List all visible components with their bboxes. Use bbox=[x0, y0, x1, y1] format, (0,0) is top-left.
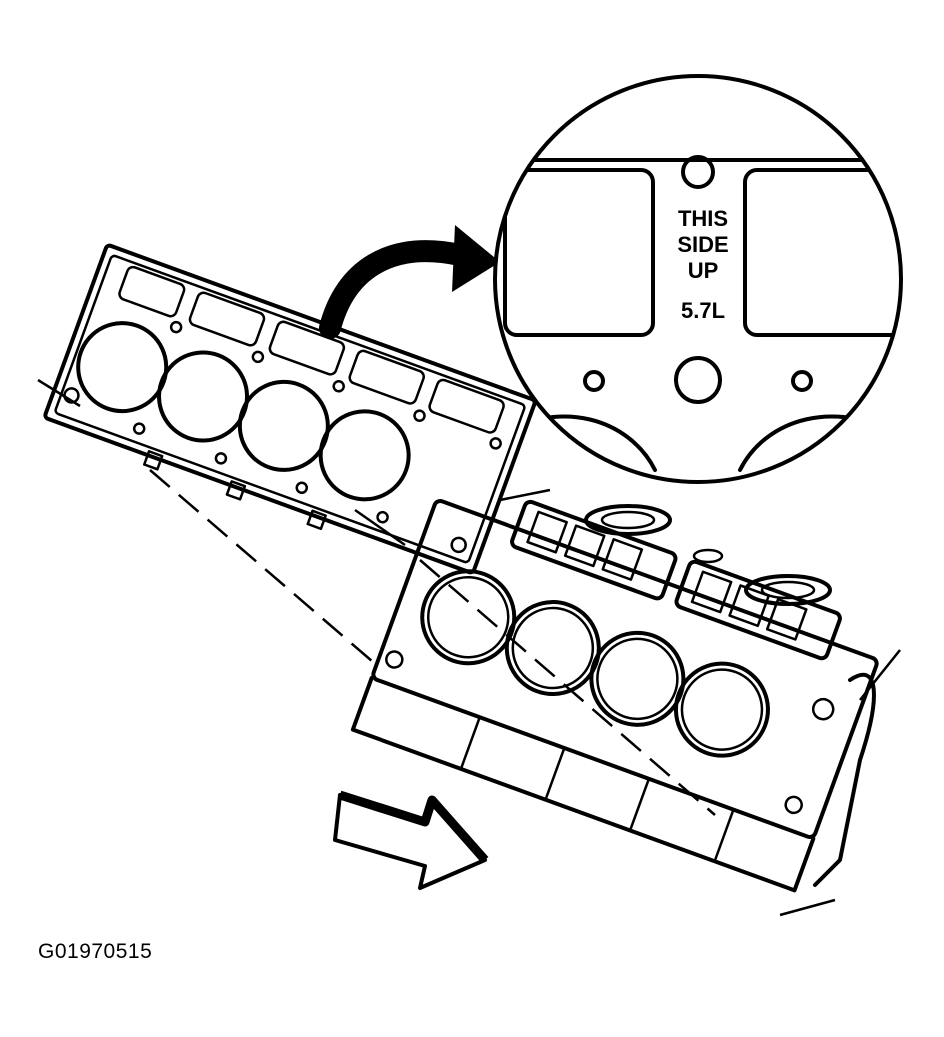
figure-id: G01970515 bbox=[38, 940, 153, 963]
block-bore-4 bbox=[673, 661, 770, 758]
this-side-up-line3: UP bbox=[688, 258, 719, 283]
this-side-up-line1: THIS bbox=[678, 206, 728, 231]
magnified-callout: THIS SIDE UP 5.7L bbox=[493, 74, 903, 484]
this-side-up-line2: SIDE bbox=[677, 232, 728, 257]
gasket-bore-4 bbox=[318, 409, 411, 502]
block-bore-1 bbox=[420, 569, 517, 666]
engine-block bbox=[350, 488, 901, 917]
gasket-bore-1 bbox=[76, 321, 169, 414]
engine-size-label: 5.7L bbox=[681, 298, 725, 323]
block-bore-2 bbox=[504, 600, 601, 697]
alignment-lines bbox=[149, 469, 716, 816]
gasket-bore-3 bbox=[237, 379, 330, 472]
head-gasket bbox=[37, 243, 537, 575]
front-direction-arrow bbox=[333, 790, 489, 890]
curved-arrow bbox=[319, 225, 500, 339]
